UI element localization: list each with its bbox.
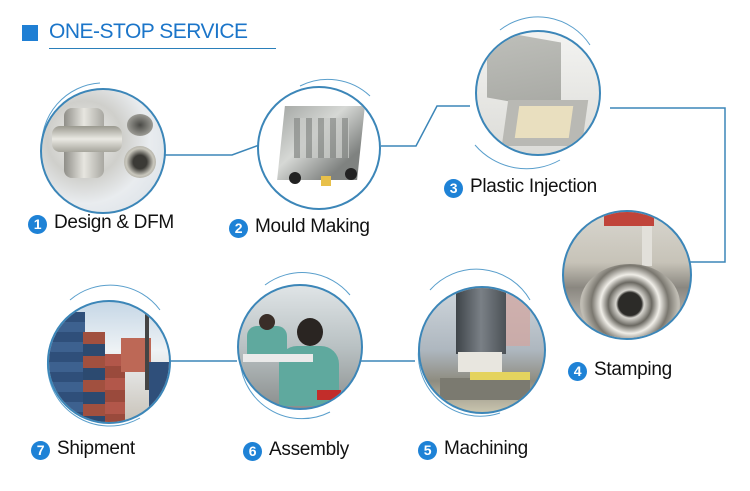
step-label: 4 Stamping: [568, 359, 672, 381]
page-title: ONE-STOP SERVICE: [49, 20, 248, 43]
step-number-badge: 7: [31, 441, 50, 460]
plastic-injection-image: [475, 30, 601, 156]
step-label: 1 Design & DFM: [28, 212, 174, 234]
step-title: Assembly: [269, 439, 349, 460]
step-label: 7 Shipment: [31, 438, 135, 460]
step-label: 6 Assembly: [243, 439, 349, 461]
shipment-image: [47, 300, 171, 424]
machining-image: [418, 286, 546, 414]
step-number-badge: 1: [28, 215, 47, 234]
step-title: Stamping: [594, 359, 672, 380]
step-number-badge: 2: [229, 219, 248, 238]
step-title: Shipment: [57, 438, 135, 459]
step-title: Machining: [444, 438, 528, 459]
design-dfm-image: [40, 88, 166, 214]
step-number-badge: 4: [568, 362, 587, 381]
stamping-image: [562, 210, 692, 340]
step-title: Design & DFM: [54, 212, 174, 233]
assembly-image: [237, 284, 363, 410]
step-number-badge: 3: [444, 179, 463, 198]
step-label: 5 Machining: [418, 438, 528, 460]
mould-making-image: [257, 86, 381, 210]
step-number-badge: 6: [243, 442, 262, 461]
step-title: Plastic Injection: [470, 176, 597, 197]
title-underline: [49, 48, 276, 49]
step-title: Mould Making: [255, 216, 370, 237]
step-label: 3 Plastic Injection: [444, 176, 597, 198]
title-square-icon: [22, 25, 38, 41]
step-label: 2 Mould Making: [229, 216, 370, 238]
step-number-badge: 5: [418, 441, 437, 460]
